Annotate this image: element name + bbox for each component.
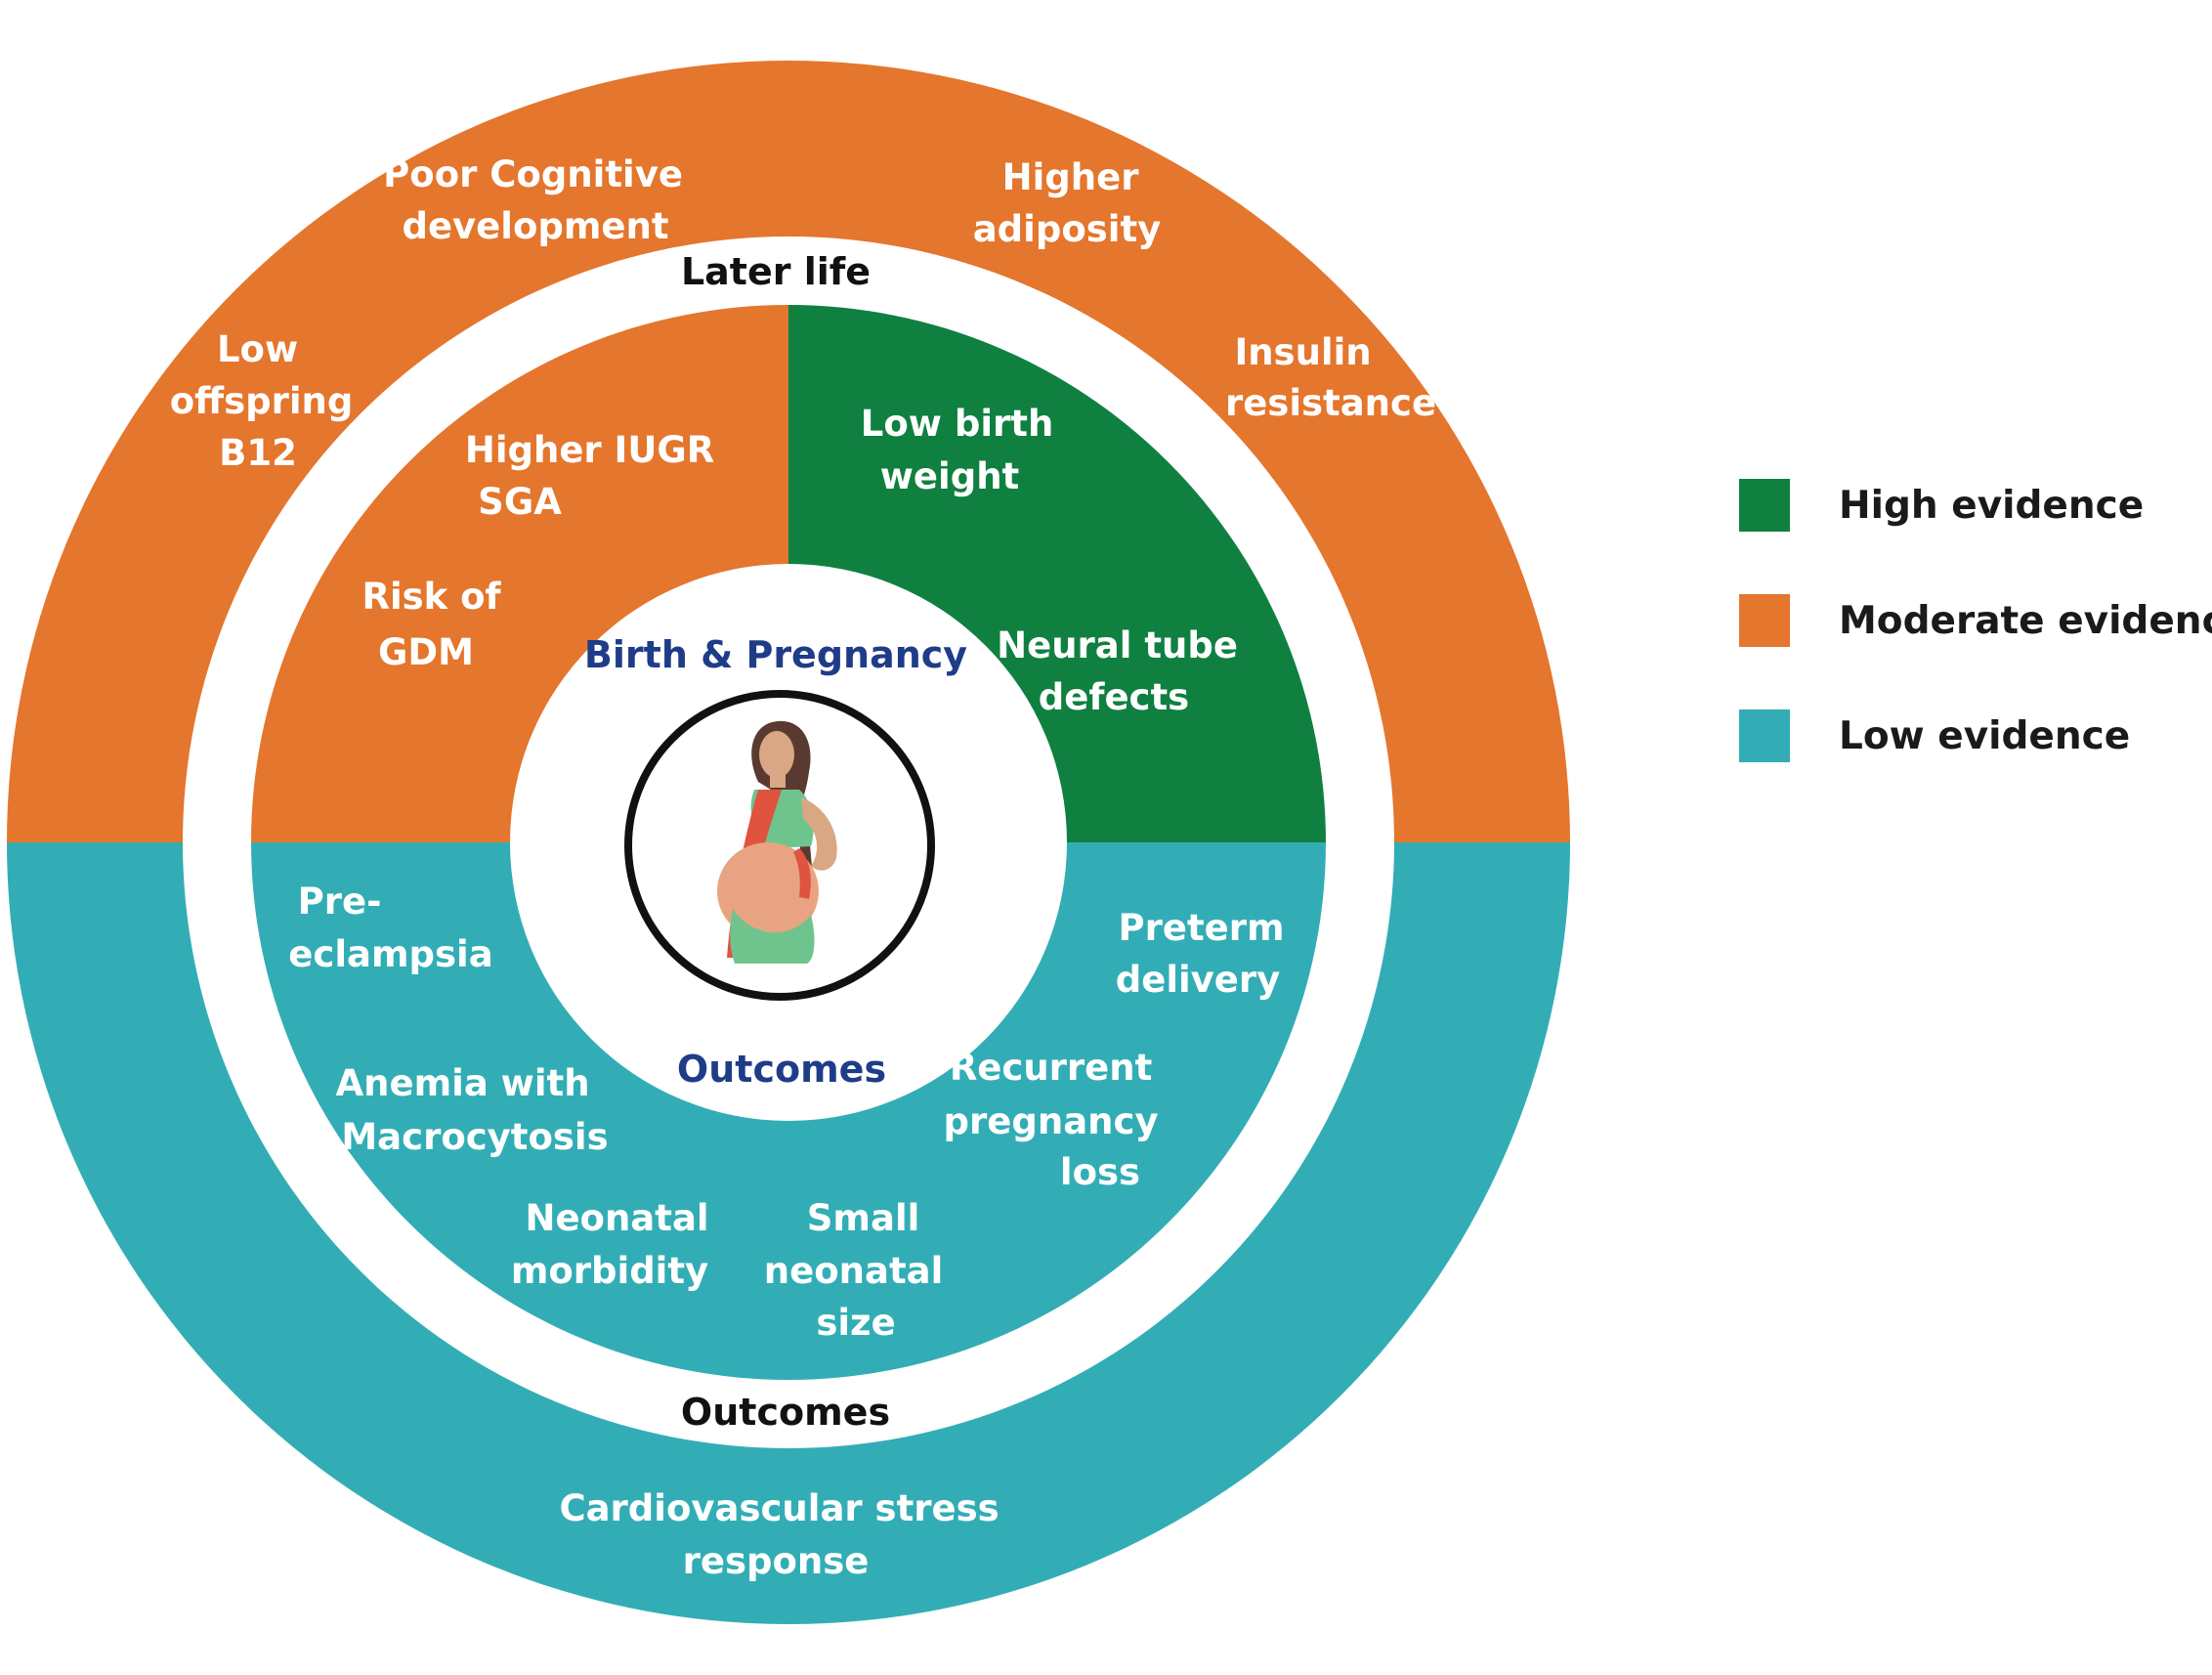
pre-eclampsia-label: Pre- eclampsia — [288, 880, 492, 975]
evidence-legend: High evidence Moderate evidence Low evid… — [1739, 479, 2212, 825]
legend-label-high: High evidence — [1839, 483, 2145, 528]
small-neonatal-size-label: Small neonatal size — [764, 1197, 956, 1344]
low-offspring-b12-label: Low offspring B12 — [170, 328, 366, 474]
legend-label-low: Low evidence — [1839, 713, 2131, 758]
poor-cognitive-development-label: Poor Cognitive development — [383, 153, 696, 247]
higher-adiposity-label: Higher adiposity — [973, 156, 1162, 250]
legend-item-moderate: Moderate evidence — [1739, 594, 2212, 647]
legend-item-low: Low evidence — [1739, 709, 2212, 762]
higher-iugr-sga-label: Higher IUGR SGA — [465, 429, 727, 523]
neonatal-morbidity-label: Neonatal morbidity — [511, 1197, 722, 1292]
birth-pregnancy-heading: Birth & Pregnancy — [584, 633, 967, 676]
icon-frame-circle — [624, 690, 935, 1001]
legend-swatch-high — [1739, 479, 1790, 532]
legend-item-high: High evidence — [1739, 479, 2212, 532]
preterm-delivery-label: Preterm delivery — [1116, 907, 1297, 1001]
neural-tube-defects-label: Neural tube defects — [997, 624, 1251, 718]
cardiovascular-stress-response-label: Cardiovascular stress response — [559, 1487, 1011, 1582]
legend-swatch-low — [1739, 709, 1790, 762]
insulin-resistance-label: Insulin resistance — [1225, 331, 1436, 424]
recurrent-pregnancy-loss-label: Recurrent pregnancy loss — [944, 1047, 1171, 1193]
pregnant-woman-icon — [717, 720, 837, 964]
low-birth-weight-label: Low birth weight — [861, 403, 1066, 497]
risk-of-gdm-label: Risk of GDM — [362, 576, 513, 673]
core-outcomes-heading: Outcomes — [677, 1048, 886, 1091]
legend-label-moderate: Moderate evidence — [1839, 598, 2212, 643]
outer-outcomes-heading: Outcomes — [681, 1391, 890, 1434]
anemia-macrocytosis-label: Anemia with Macrocytosis — [336, 1062, 609, 1158]
later-life-heading: Later life — [681, 250, 871, 293]
legend-swatch-moderate — [1739, 594, 1790, 647]
